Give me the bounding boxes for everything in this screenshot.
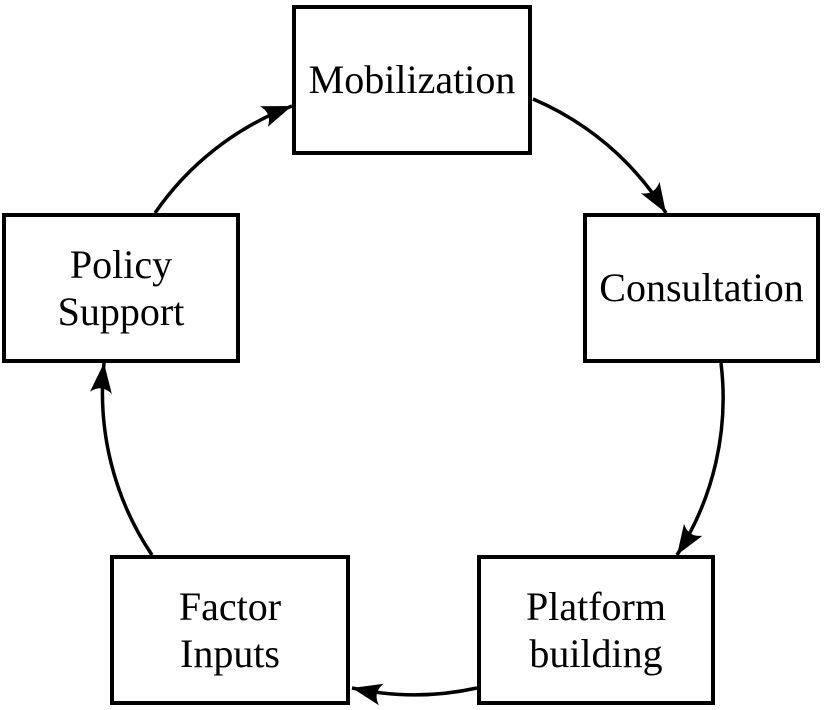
edge-policy-support-to-mobilization — [153, 104, 293, 214]
node-factor-inputs: Factor Inputs — [110, 555, 350, 705]
node-consultation-label: Consultation — [599, 265, 804, 311]
node-policy-support-label: Policy Support — [57, 241, 185, 334]
edge-factor-inputs-to-policy-support — [89, 362, 154, 556]
node-platform-building-label: Platform building — [526, 583, 666, 676]
edge-mobilization-to-consultation — [532, 97, 668, 214]
edge-consultation-to-platform-building — [675, 362, 725, 556]
node-mobilization: Mobilization — [292, 5, 532, 155]
node-policy-support: Policy Support — [2, 213, 240, 363]
node-factor-inputs-label: Factor Inputs — [178, 583, 282, 676]
node-consultation: Consultation — [583, 213, 820, 363]
node-platform-building: Platform building — [477, 555, 715, 705]
node-mobilization-label: Mobilization — [308, 57, 516, 103]
edge-platform-building-to-factor-inputs — [351, 683, 478, 706]
